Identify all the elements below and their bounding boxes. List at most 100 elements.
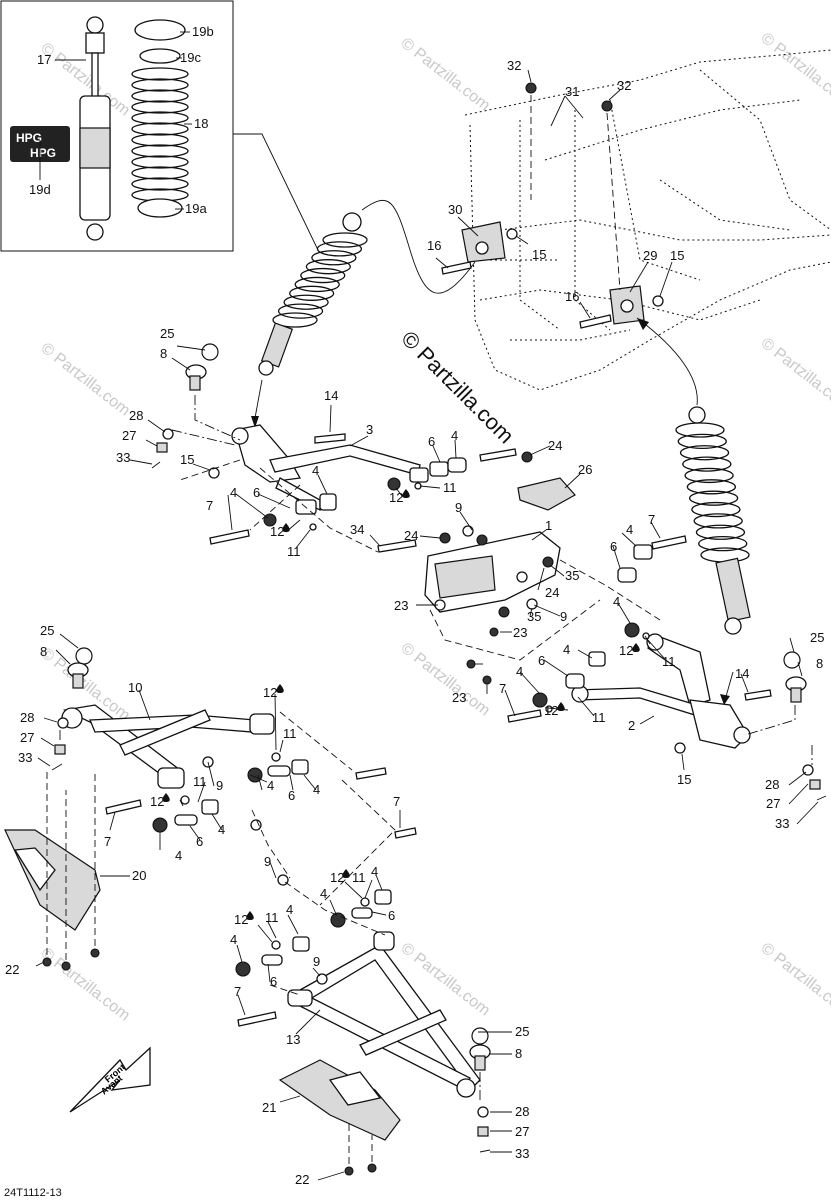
nut-9 <box>498 606 510 618</box>
grease-drop-icons <box>162 489 640 920</box>
screw-22 <box>42 957 52 967</box>
shock-coil <box>294 276 340 293</box>
bushing-4 <box>633 544 653 560</box>
callout-35: 35 <box>565 568 579 583</box>
callout-15: 15 <box>532 247 546 262</box>
callout-17: 17 <box>37 52 51 67</box>
leader-lines <box>35 345 819 1181</box>
callout-12: 12 <box>270 524 284 539</box>
callout-32: 32 <box>617 78 631 93</box>
nut-15 <box>208 467 220 479</box>
grease-drop-icon <box>632 643 640 652</box>
screw-23 <box>482 675 492 685</box>
sleeve-6 <box>267 765 291 777</box>
callout-6: 6 <box>253 485 260 500</box>
callout-8: 8 <box>816 656 823 671</box>
spring-coil <box>131 111 189 125</box>
skid-guard-21 <box>278 1059 401 1141</box>
nut-15 <box>674 742 686 754</box>
shock-left-mount-line <box>361 199 476 294</box>
shock-coil <box>316 241 363 257</box>
watermark-text: © Partzilla.com <box>758 30 831 110</box>
nut-24 <box>521 451 533 463</box>
grease-drop-icon <box>342 869 350 878</box>
callout-9: 9 <box>560 609 567 624</box>
spring-seat-bottom <box>137 198 183 218</box>
callout-29: 29 <box>643 248 657 263</box>
shock-assembly-left <box>258 212 368 376</box>
grease-drop-icon <box>246 911 254 920</box>
callout-27: 27 <box>515 1124 529 1139</box>
callout-34: 34 <box>350 522 364 537</box>
skid-guard-21-window <box>328 1071 382 1106</box>
washer-28 <box>477 1106 489 1118</box>
callout-1: 1 <box>545 518 552 533</box>
callout-33: 33 <box>515 1146 529 1161</box>
callout-15: 15 <box>677 772 691 787</box>
skid-guard-21-body <box>278 1059 401 1141</box>
callout-28: 28 <box>20 710 34 725</box>
hpg-badge-text: HPG <box>16 131 42 145</box>
crossmember-1-plate <box>434 555 496 599</box>
callout-19a: 19a <box>185 201 207 216</box>
callout-24: 24 <box>548 438 562 453</box>
shock-label-band <box>79 127 111 169</box>
shock-top-cap <box>85 32 105 54</box>
callout-4: 4 <box>175 848 182 863</box>
callout-4: 4 <box>312 463 319 478</box>
shock-coil <box>688 490 739 506</box>
shock-right-top-eye <box>688 406 706 424</box>
a-arm-lower-right <box>571 633 751 749</box>
callout-11: 11 <box>265 910 279 925</box>
crossmember-1 <box>424 531 561 613</box>
nut-9 <box>462 525 474 537</box>
shock-left-top-eye <box>342 212 362 232</box>
callout-7: 7 <box>648 512 655 527</box>
skid-plate-26 <box>517 477 576 511</box>
shock-top-eye <box>86 16 104 34</box>
bushing-4 <box>319 493 337 511</box>
callout-24: 24 <box>545 585 559 600</box>
callout-27: 27 <box>20 730 34 745</box>
sleeve-6 <box>351 907 373 919</box>
bolt-14 <box>744 689 772 701</box>
shock-coil <box>322 232 368 248</box>
a-arm-13-brace <box>359 1009 447 1056</box>
shock-left-body <box>260 322 294 368</box>
spring-coil <box>131 78 189 92</box>
callout-7: 7 <box>104 834 111 849</box>
callout-11: 11 <box>662 654 676 669</box>
callout-19c: 19c <box>180 50 201 65</box>
callout-35: 35 <box>527 609 541 624</box>
shock-rod <box>91 52 99 99</box>
cotter-pin-33 <box>151 461 161 469</box>
bolt-7 <box>355 767 387 780</box>
circlip-25 <box>201 343 219 361</box>
sleeve-6 <box>261 954 283 966</box>
nut-9 <box>316 973 328 985</box>
spring-coil <box>131 122 189 136</box>
spring-coil <box>131 177 189 191</box>
sleeve-6 <box>174 814 198 826</box>
callout-7: 7 <box>393 794 400 809</box>
shock-absorber-drawing <box>79 16 111 241</box>
castle-nut-27 <box>477 1126 489 1137</box>
circlip-25 <box>783 651 801 669</box>
screw-22 <box>344 1166 354 1176</box>
callout-7: 7 <box>206 498 213 513</box>
ball-joint-8-stem <box>790 687 802 703</box>
watermark-text: © Partzilla.com <box>758 940 831 1020</box>
shock-coil <box>679 445 730 461</box>
a-arm-2-pivot <box>646 633 664 651</box>
callout-4: 4 <box>230 932 237 947</box>
grease-fitting-11 <box>271 940 281 950</box>
callout-3: 3 <box>366 422 373 437</box>
shock-coil <box>272 312 318 328</box>
spring-coils <box>131 67 189 202</box>
arrow-head <box>720 694 730 705</box>
bolt-7 <box>479 448 517 462</box>
screw-22 <box>90 948 100 958</box>
skid-guard-20-body <box>4 829 101 931</box>
callout-9: 9 <box>455 500 462 515</box>
front-arrow-shape <box>69 1046 151 1113</box>
